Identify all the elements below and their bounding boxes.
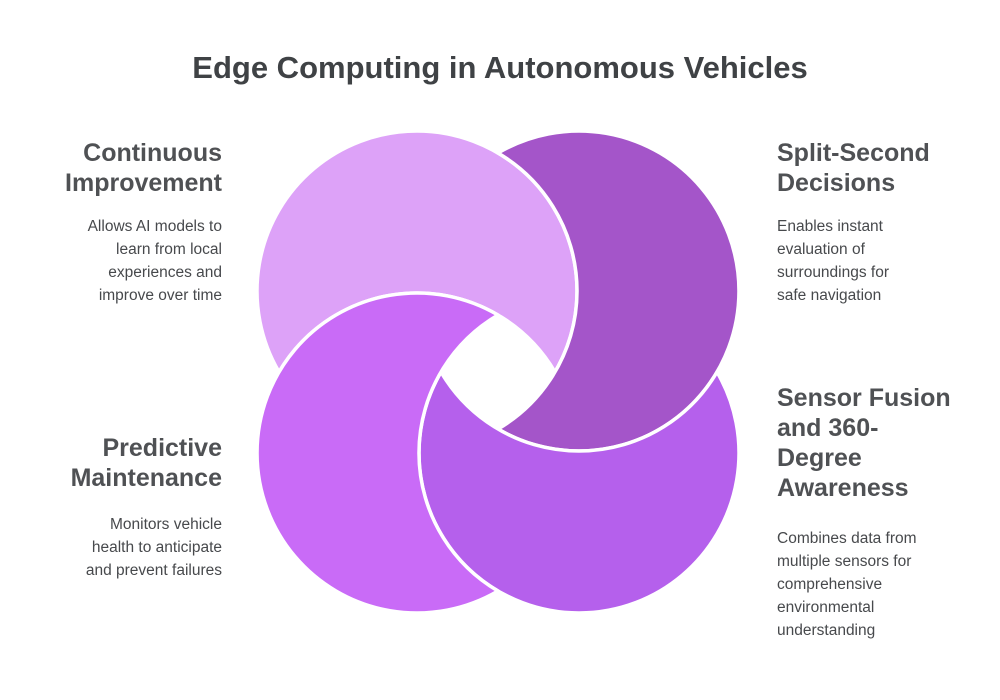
ring-top-left [255,129,579,374]
ring-bottom-left [255,291,500,615]
ring-bottom-right [417,370,741,615]
ring-top-right [496,129,741,453]
page-title: Edge Computing in Autonomous Vehicles [192,50,808,85]
